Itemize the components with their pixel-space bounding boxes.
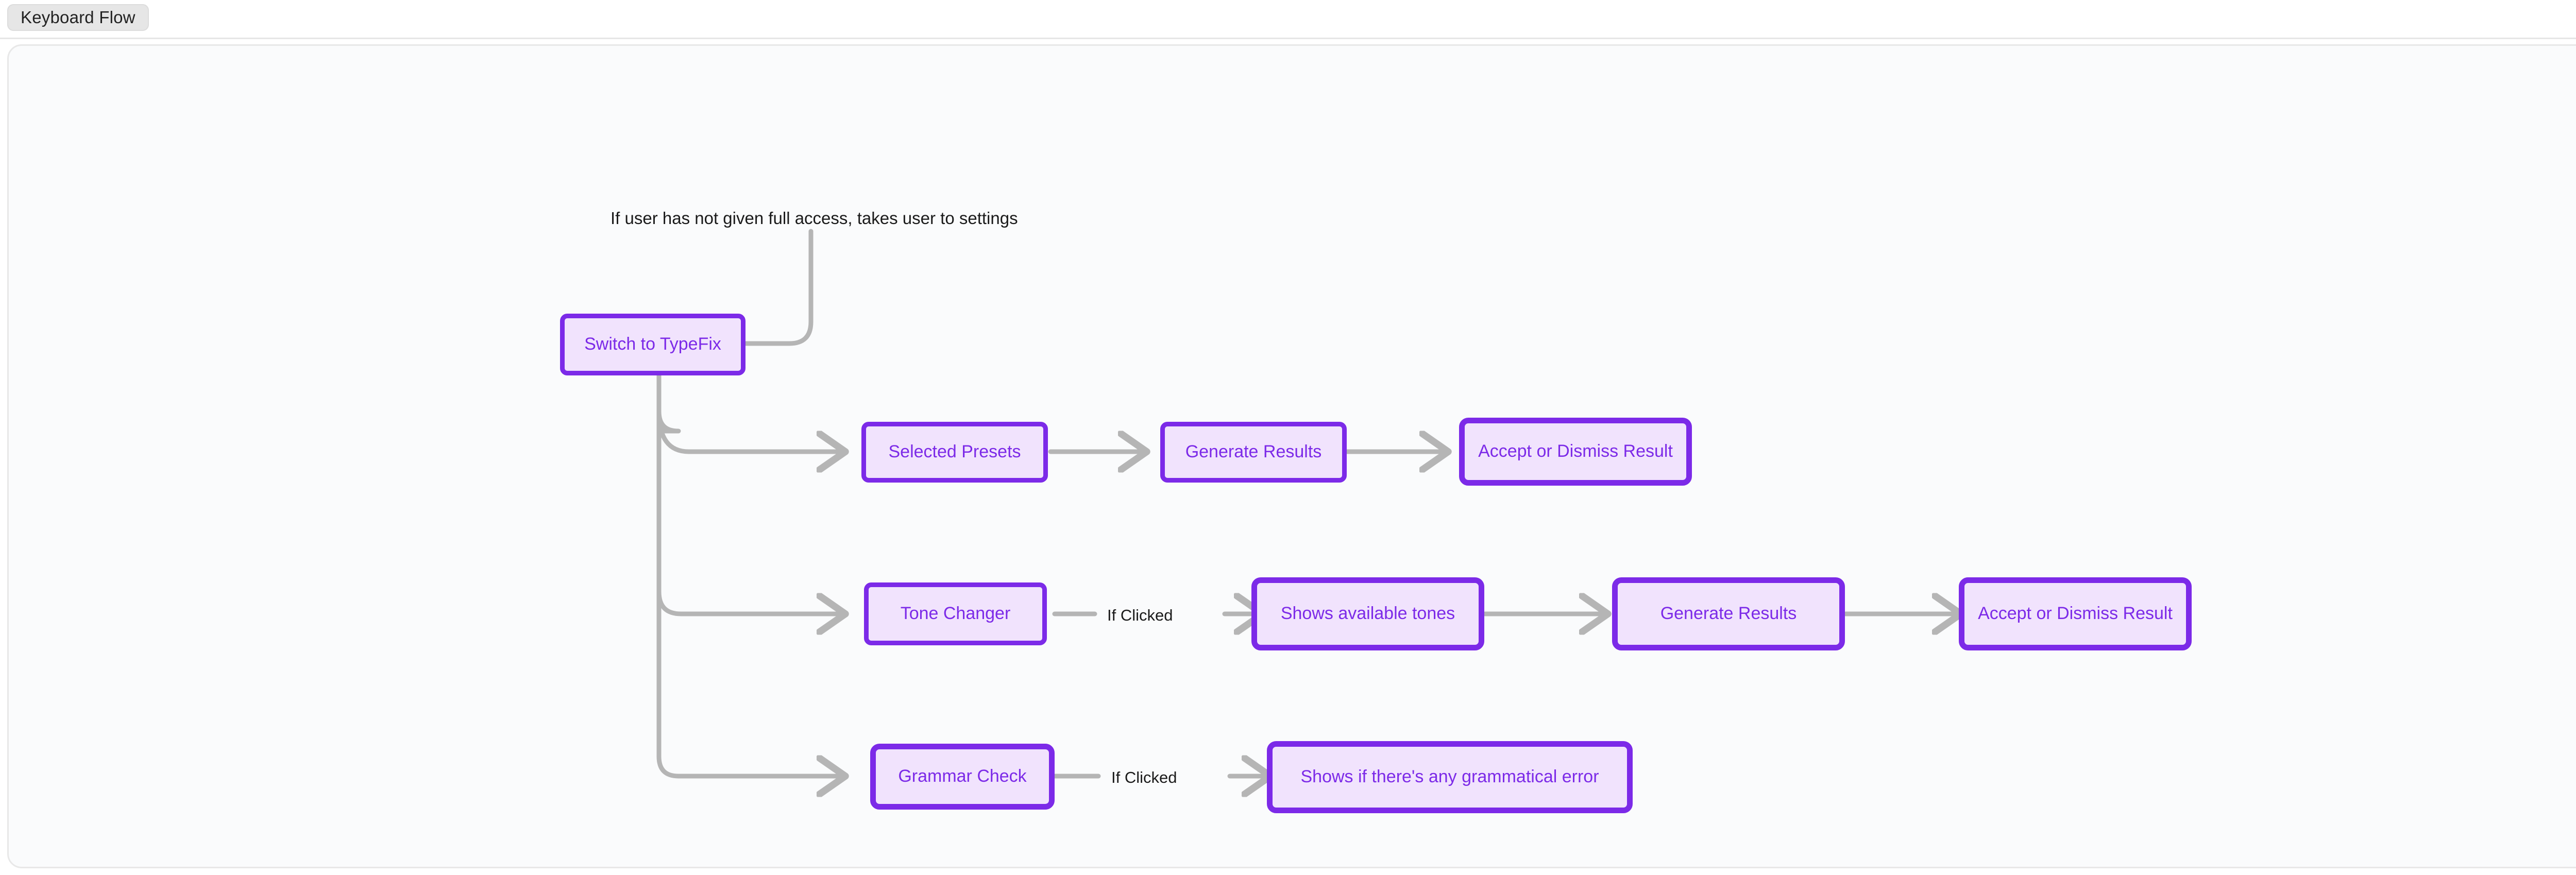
edge-switch-to-tone bbox=[656, 589, 841, 614]
node-switch-to-typefix[interactable]: Switch to TypeFix bbox=[560, 314, 745, 375]
node-tone-changer[interactable]: Tone Changer bbox=[864, 582, 1047, 645]
tab-label: Keyboard Flow bbox=[21, 8, 135, 27]
tab-keyboard-flow[interactable]: Keyboard Flow bbox=[7, 4, 149, 31]
edge-switch-to-settings bbox=[734, 229, 814, 346]
annotation-settings-note: If user has not given full access, takes… bbox=[611, 209, 1018, 228]
node-accept-or-dismiss-result-row3[interactable]: Accept or Dismiss Result bbox=[1959, 577, 2192, 650]
node-accept-or-dismiss-result-row2[interactable]: Accept or Dismiss Result bbox=[1459, 418, 1692, 486]
tab-bar: Keyboard Flow bbox=[0, 0, 2576, 39]
node-generate-results-row2[interactable]: Generate Results bbox=[1160, 422, 1347, 483]
node-shows-available-tones[interactable]: Shows available tones bbox=[1251, 577, 1484, 650]
node-selected-presets[interactable]: Selected Presets bbox=[861, 422, 1048, 483]
edge-label-grammar-if-clicked: If Clicked bbox=[1106, 767, 1182, 787]
edge-switch-to-grammar bbox=[656, 373, 841, 776]
node-shows-grammatical-error[interactable]: Shows if there's any grammatical error bbox=[1267, 741, 1633, 813]
diagram-canvas[interactable]: If user has not given full access, takes… bbox=[7, 44, 2576, 868]
node-grammar-check[interactable]: Grammar Check bbox=[870, 744, 1055, 810]
edge-label-tone-if-clicked: If Clicked bbox=[1102, 605, 1178, 625]
edge-switch-to-presets bbox=[656, 409, 841, 452]
node-generate-results-row3[interactable]: Generate Results bbox=[1612, 577, 1845, 650]
